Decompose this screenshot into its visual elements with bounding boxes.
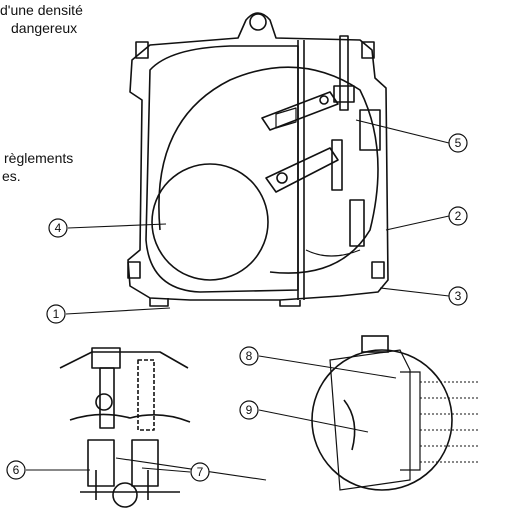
callout-2	[448, 206, 468, 226]
callout-8-label: 8	[246, 349, 253, 363]
callout-4-label: 4	[55, 221, 62, 235]
callout-3-label: 3	[455, 289, 462, 303]
bolt-bottom-left	[127, 261, 141, 279]
bolt-top-right	[361, 41, 375, 59]
callout-1	[46, 304, 66, 324]
inset-circle	[311, 349, 453, 491]
lifting-eye	[249, 13, 267, 31]
lower-lever	[265, 147, 339, 193]
callout-7-label: 7	[197, 465, 204, 479]
magnified-inset	[311, 335, 480, 491]
callout-7	[190, 462, 210, 482]
upper-lever	[261, 91, 339, 131]
float-ball	[151, 163, 269, 281]
callout-5-label: 5	[455, 136, 462, 150]
callout-8	[239, 346, 259, 366]
callout-3	[448, 286, 468, 306]
callout-1-label: 1	[53, 307, 60, 321]
callout-4	[48, 218, 68, 238]
callout-9	[239, 400, 259, 420]
callout-9-label: 9	[246, 403, 253, 417]
callout-6	[6, 460, 26, 480]
valve-detail-left	[59, 347, 191, 508]
text-fragment-top-2: dangereux	[11, 20, 78, 36]
text-fragment-mid-2: es.	[2, 168, 21, 184]
bolt-bottom-right	[371, 261, 385, 279]
callout-5	[448, 133, 468, 153]
trap-body-outline	[127, 12, 389, 301]
callout-6-label: 6	[13, 463, 20, 477]
bolt-top-left	[135, 41, 149, 59]
text-fragment-mid-1: règlements	[4, 150, 74, 166]
cover-cavity	[145, 45, 299, 293]
callout-2-label: 2	[455, 209, 462, 223]
text-fragment-top-1: d'une densité	[0, 2, 83, 18]
